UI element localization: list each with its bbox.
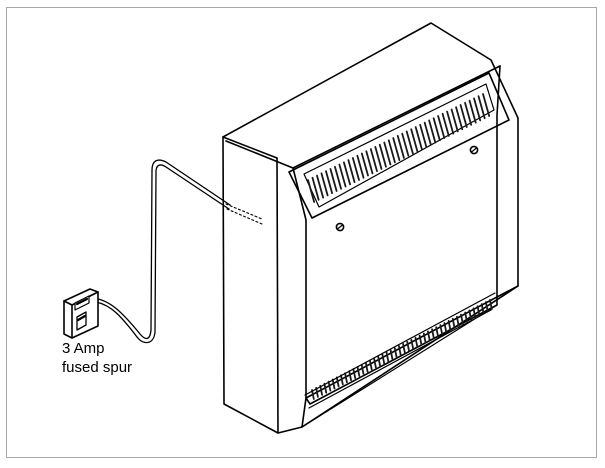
lower-grille-slot: [331, 378, 336, 390]
upper-grille-slot: [477, 95, 486, 120]
lower-grille-slot: [369, 359, 373, 371]
upper-grille-frame: [288, 72, 510, 219]
upper-grille-slot: [383, 141, 392, 166]
lower-grille-slot: [344, 372, 348, 384]
upper-grille-slot: [455, 106, 464, 131]
upper-grille-slot: [392, 137, 401, 162]
fixing-screw-left: [335, 222, 345, 232]
heater-front-edge: [276, 157, 279, 434]
lower-grille-slot: [398, 345, 402, 356]
lower-grille-slot: [451, 317, 456, 329]
lower-grille-slot: [406, 340, 410, 352]
upper-grille-slot: [360, 152, 369, 177]
lower-grille-slot: [427, 330, 431, 342]
upper-grille: [307, 93, 491, 203]
lower-grille-slot: [443, 322, 448, 333]
fixing-screw-right: [469, 145, 479, 155]
upper-grille-slot: [311, 176, 320, 201]
lower-grille-slot: [435, 326, 439, 338]
upper-grille-slot: [446, 110, 455, 135]
upper-grille-slot: [464, 101, 473, 126]
fused-spur-socket: [63, 288, 99, 339]
upper-grille-slot: [396, 134, 405, 159]
upper-grille-slot: [441, 112, 450, 137]
upper-grille-slot: [378, 143, 387, 168]
lower-grille-slot: [422, 332, 427, 344]
lower-grille-slot: [431, 328, 435, 340]
lower-grille-slot: [393, 347, 398, 359]
upper-grille-slot: [338, 163, 347, 188]
upper-grille-slot: [329, 168, 338, 192]
caption-line-1: 3 Amp: [62, 340, 105, 357]
upper-grille-slot: [437, 115, 446, 139]
upper-grille-slot: [365, 150, 374, 175]
upper-grille-slot: [410, 128, 419, 153]
lower-grille-slot: [484, 301, 489, 312]
heater-front-face: [292, 65, 501, 399]
lower-grille-slot: [414, 336, 419, 348]
upper-grille-slot: [468, 99, 477, 124]
lower-grille-slot: [472, 307, 477, 319]
upper-grille-slot: [405, 130, 414, 155]
upper-grille-slot: [342, 161, 351, 186]
upper-grille-slot: [414, 126, 423, 150]
upper-grille-slot: [432, 117, 441, 142]
lower-grille-slot: [356, 366, 361, 377]
lower-grille-slot: [381, 353, 386, 365]
lower-grille-slot: [455, 315, 460, 327]
heater-side-top: [222, 136, 278, 159]
upper-grille-slot: [423, 121, 432, 146]
upper-grille-slot: [351, 157, 360, 181]
lower-grille-slot: [348, 370, 352, 382]
storage-heater: [222, 22, 519, 434]
upper-grille-slot: [459, 104, 468, 128]
lower-grille-slot: [468, 309, 473, 321]
lower-grille-slot: [489, 299, 493, 310]
lower-grille-slot: [377, 355, 381, 367]
upper-grille-slot: [482, 93, 491, 117]
upper-grille-slot: [325, 170, 334, 195]
lower-grille-slot: [439, 324, 444, 336]
lower-grille-slot: [460, 313, 464, 325]
lower-grille-slot: [447, 320, 452, 331]
lower-grille-slot: [360, 363, 365, 375]
upper-grille-slot: [316, 174, 325, 199]
lower-grille-slot: [385, 351, 390, 363]
supply-cable: [92, 159, 263, 344]
lower-grille-slot: [480, 303, 485, 315]
upper-grille-slot: [450, 108, 459, 133]
lower-grille-slot: [327, 380, 332, 392]
upper-grille-slot: [473, 97, 482, 122]
lower-grille-slot: [402, 343, 406, 354]
caption-line-2: fused spur: [62, 359, 133, 376]
upper-grille-slot: [369, 148, 378, 173]
lower-grille-slot: [410, 338, 415, 350]
upper-grille-slot: [428, 119, 437, 144]
upper-grille-slot: [320, 172, 329, 197]
upper-grille-slot: [387, 139, 396, 164]
upper-grille-slot: [356, 154, 365, 179]
lower-grille-slot: [418, 334, 423, 346]
lower-grille-slot: [389, 349, 394, 361]
upper-grille-slot: [401, 132, 410, 157]
fused-spur-caption: 3 Amp fused spur: [62, 339, 132, 377]
lower-grille-slot: [340, 374, 344, 386]
upper-grille-slot: [419, 123, 428, 148]
lower-grille-slot: [373, 357, 377, 369]
lower-grille-slot: [464, 311, 468, 323]
lower-grille-slot: [476, 305, 481, 317]
lower-grille-slot: [352, 368, 357, 379]
lower-grille-slot: [335, 376, 340, 388]
upper-grille-slot: [307, 179, 316, 203]
upper-grille-slot: [347, 159, 356, 184]
lower-plinth: [301, 285, 519, 428]
lower-grille: [311, 299, 493, 400]
lower-grille-slot: [364, 361, 369, 373]
upper-grille-slot: [374, 146, 383, 170]
upper-grille-slot: [334, 165, 342, 190]
lower-grille-slot: [323, 382, 328, 394]
